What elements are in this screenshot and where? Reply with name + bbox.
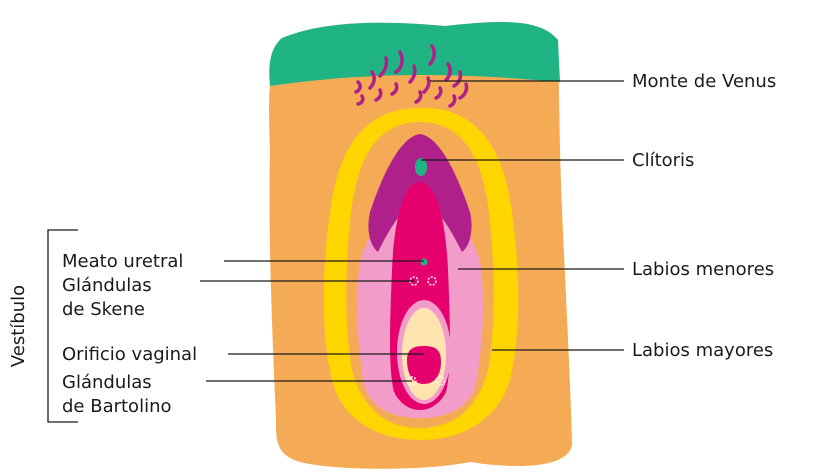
label-glandulas-skene-2: de Skene — [62, 299, 145, 320]
label-glandulas-bartolino-2: de Bartolino — [62, 396, 172, 417]
label-labios-mayores: Labios mayores — [632, 340, 773, 361]
label-meato-uretral: Meato uretral — [62, 251, 183, 272]
label-clitoris: Clítoris — [632, 150, 694, 171]
vaginal-orifice — [407, 346, 441, 384]
label-orificio-vaginal: Orificio vaginal — [62, 344, 197, 365]
urethral-meatus — [421, 259, 428, 266]
label-vestibulo: Vestíbulo — [8, 285, 29, 367]
clitoris — [415, 158, 427, 176]
label-glandulas-bartolino-1: Glándulas — [62, 372, 152, 393]
label-monte-de-venus: Monte de Venus — [632, 71, 776, 92]
label-glandulas-skene-1: Glándulas — [62, 275, 152, 296]
label-labios-menores: Labios menores — [632, 259, 774, 280]
